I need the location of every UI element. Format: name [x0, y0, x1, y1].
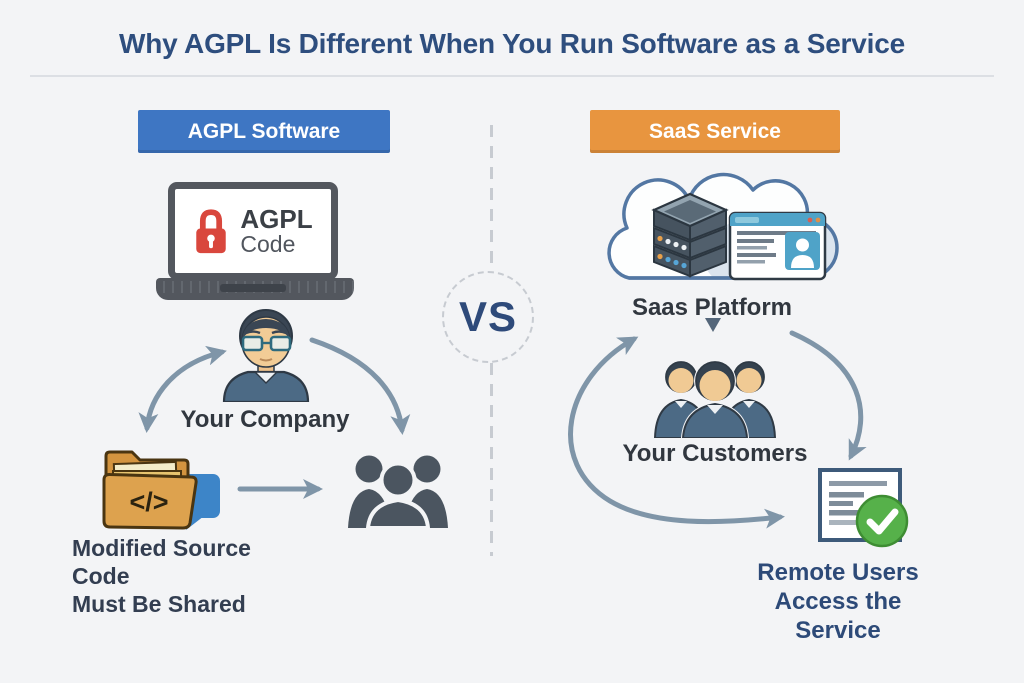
page-title: Why AGPL Is Different When You Run Softw… [119, 28, 905, 59]
lock-icon [196, 209, 227, 254]
title-divider [30, 75, 994, 77]
caption-shared: Shared [167, 591, 246, 617]
cloud-platform-icon [607, 172, 839, 281]
center-dashed-line-bottom [490, 363, 493, 556]
customers-label: Your Customers [622, 440, 808, 467]
laptop-screen-label: AGPL Code [240, 206, 312, 256]
platform-to-service-arrow [789, 330, 867, 461]
remote-users-caption-line1: Remote Users [757, 559, 919, 586]
caption-must-be: Must Be [72, 591, 168, 617]
company-label: Your Company [180, 406, 350, 433]
saas-banner-label: SaaS Service [649, 119, 781, 143]
shared-code-caption-line1: Modified Source Code [72, 535, 251, 589]
check-circle-icon [855, 494, 909, 548]
laptop-label-line2: Code [240, 230, 296, 257]
shared-code-caption: Modified Source Code Must Be Shared [72, 534, 312, 618]
users-group-icon [348, 455, 448, 528]
laptop-spacebar [220, 284, 286, 292]
laptop-icon: AGPL Code [168, 182, 338, 280]
code-glyph: </> [129, 487, 168, 517]
browser-window-icon [728, 211, 827, 281]
vs-badge: VS [442, 271, 534, 363]
customers-group-icon [653, 360, 777, 438]
source-code-folder-icon: </> [102, 450, 220, 530]
remote-users-caption: Remote Users Access the Service [730, 558, 946, 645]
remote-users-caption-line2: Access the Service [774, 588, 902, 644]
center-dashed-line-top [490, 125, 493, 271]
agpl-software-banner: AGPL Software [138, 110, 390, 153]
service-document-icon [818, 468, 909, 548]
laptop-label-line1: AGPL [240, 204, 313, 235]
vs-label: VS [458, 293, 518, 340]
laptop-keyboard [156, 278, 354, 300]
shared-code-caption-line2: Must Be Shared [72, 590, 312, 618]
platform-label: Saas Platform [631, 294, 793, 321]
saas-service-banner: SaaS Service [590, 110, 840, 153]
agpl-banner-label: AGPL Software [187, 119, 341, 143]
company-person-icon [222, 309, 310, 402]
server-stack-icon [651, 192, 729, 278]
